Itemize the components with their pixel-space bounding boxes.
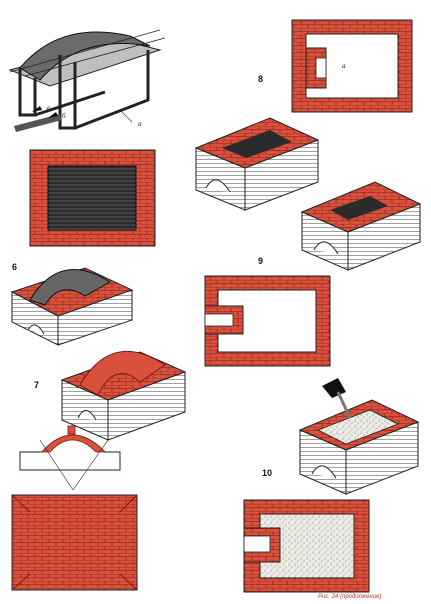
step-label-8: 8: [258, 74, 263, 84]
figure-caption: Рис. 24 (продолжение): [318, 594, 381, 600]
block-with-brick-arch: [60, 350, 187, 441]
block-step8-left: [194, 117, 320, 211]
plan-with-channel: [291, 19, 413, 113]
plan-step10: [243, 499, 370, 593]
wooden-arch-form: [8, 29, 166, 132]
letter-v: в: [47, 104, 50, 112]
plan-with-grate: [29, 149, 156, 247]
letter-b: б: [62, 112, 66, 120]
block-with-arch-form: [10, 267, 134, 346]
step-label-7: 7: [34, 380, 39, 390]
letter-a: a: [138, 120, 142, 128]
block-step8-right: [300, 181, 422, 271]
step-label-9: 9: [258, 256, 263, 266]
letter-a-right: a: [342, 62, 346, 70]
bottom-brick-plan: [11, 494, 138, 591]
plan-step9: [204, 275, 331, 367]
step-label-6: 6: [12, 262, 17, 272]
block-with-sand-fill: [298, 378, 420, 495]
arch-section-diagram: o: [19, 425, 121, 500]
step-label-10: 10: [262, 468, 272, 478]
